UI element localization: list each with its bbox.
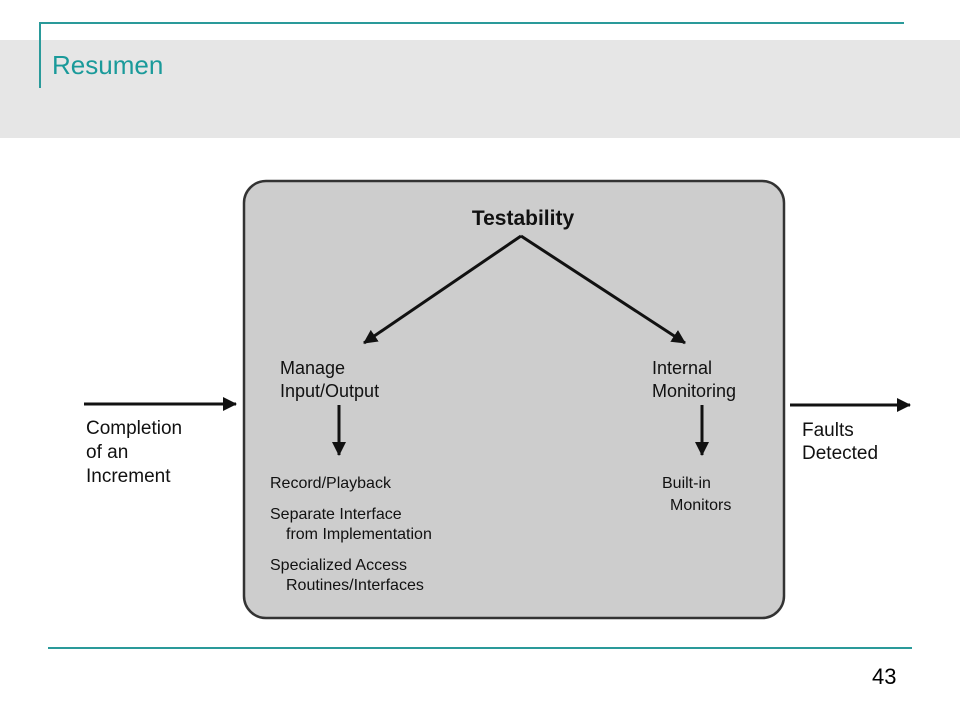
output-label-line: Detected xyxy=(802,443,878,464)
input-label-line: Increment xyxy=(86,466,171,487)
item-line: Monitors xyxy=(670,497,731,514)
bottom-rule xyxy=(48,647,912,649)
input-label: Completion of an Increment xyxy=(86,418,187,487)
left-branch-title-line: Manage xyxy=(280,358,345,378)
testability-box xyxy=(242,179,786,620)
right-branch-title-line: Internal xyxy=(652,358,712,378)
page-number: 43 xyxy=(872,664,897,689)
left-rule xyxy=(39,22,41,88)
item-line: Routines/Interfaces xyxy=(286,577,424,594)
left-item-separate-interface: Separate Interface from Implementation xyxy=(270,506,432,543)
left-branch-title: Manage Input/Output xyxy=(280,358,379,401)
right-branch-title-line: Monitoring xyxy=(652,381,736,401)
arrow-to-right-branch xyxy=(520,234,686,345)
left-item-record-playback: Record/Playback xyxy=(270,475,392,492)
item-line: Specialized Access xyxy=(270,557,407,574)
left-branch-title-line: Input/Output xyxy=(280,381,379,401)
arrow-to-left-branch xyxy=(363,234,522,345)
right-item-built-in-monitors: Built-in Monitors xyxy=(662,475,731,514)
slide-title: Resumen xyxy=(52,50,164,80)
input-label-line: Completion xyxy=(86,418,182,439)
item-line: Built-in xyxy=(662,475,711,492)
right-branch-title: Internal Monitoring xyxy=(652,358,736,401)
output-label: Faults Detected xyxy=(802,420,878,464)
input-label-line: of an xyxy=(86,442,128,463)
output-label-line: Faults xyxy=(802,420,854,441)
item-line: Record/Playback xyxy=(270,475,392,492)
item-line: from Implementation xyxy=(286,526,432,543)
top-rule xyxy=(40,22,904,24)
header-band xyxy=(0,40,960,138)
center-title: Testability xyxy=(472,207,575,230)
left-item-specialized-access: Specialized Access Routines/Interfaces xyxy=(270,557,424,594)
item-line: Separate Interface xyxy=(270,506,402,523)
